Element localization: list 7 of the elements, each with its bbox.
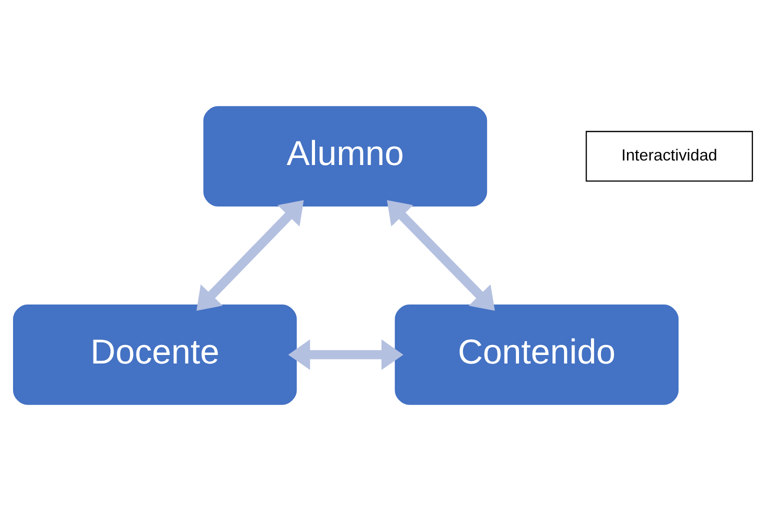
node-box: Docente [12, 304, 296, 404]
arrow [288, 338, 403, 370]
arrow [386, 200, 494, 310]
node-box: Alumno [202, 106, 487, 206]
node-box: Contenido [394, 304, 678, 404]
node-box: Interactividad [585, 130, 752, 182]
arrow [196, 200, 304, 310]
